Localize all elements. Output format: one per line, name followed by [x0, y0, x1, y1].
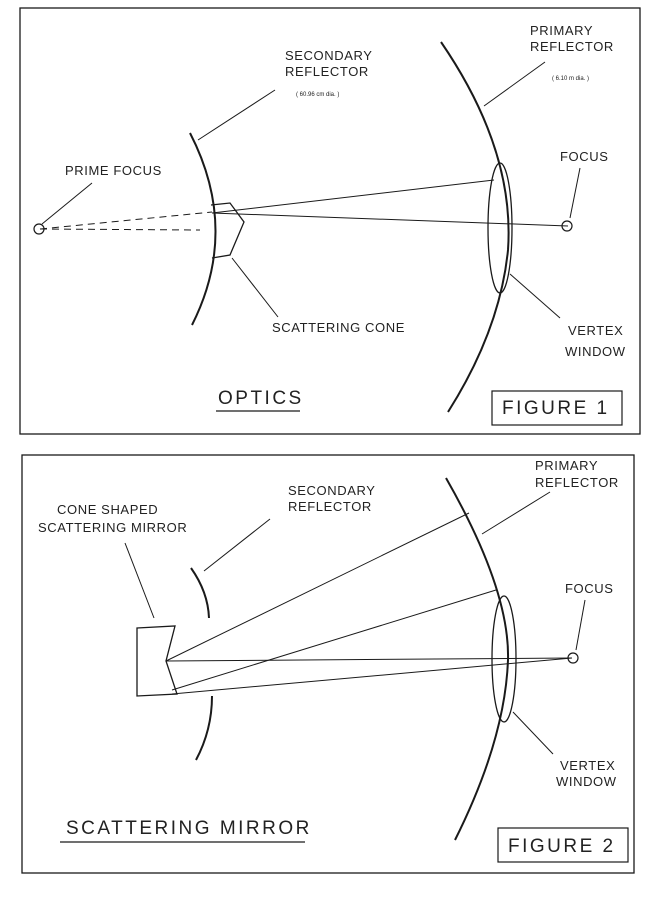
figure-1-secondary-diameter: ( 60.96 cm dia. ) [296, 92, 339, 98]
figure-1-vertex-leader [509, 273, 561, 319]
figure-1-title: OPTICS [218, 388, 304, 409]
figure-2-label-box [497, 827, 629, 863]
figure-2-focus-leader [575, 599, 586, 651]
figure-1-secondary-leader [197, 89, 276, 141]
figure-1-vertex-label-1: VERTEX [568, 323, 623, 338]
figure-2-primary-reflector [445, 477, 510, 841]
figure-2-focus-point [567, 652, 579, 664]
figure-1-secondary-label-2: REFLECTOR [285, 64, 369, 79]
figure-1-border [19, 7, 641, 435]
figure-1-cone-leader [231, 257, 279, 318]
figure-1-ray-upper [211, 179, 495, 214]
figure-2-secondary-reflector-upper [190, 567, 210, 619]
figure-1-vertex-label-2: WINDOW [565, 344, 626, 359]
figure-1-secondary-label-1: SECONDARY [285, 48, 373, 63]
figure-2-label: FIGURE 2 [508, 836, 616, 857]
figure-2-ray-1 [165, 512, 470, 662]
figure-1-vertex-window-lens [487, 162, 513, 294]
figure-2-primary-leader [481, 491, 551, 535]
figure-2-cone-leader [124, 542, 155, 619]
figure-2-title: SCATTERING MIRROR [66, 818, 312, 839]
figure-2: CONE SHAPED SCATTERING MIRROR SECONDARY … [21, 454, 635, 874]
figure-2-ray-axis [165, 657, 573, 662]
figure-2-ray-3 [171, 657, 573, 695]
figure-1-primary-label-2: REFLECTOR [530, 39, 614, 54]
figure-2-ray-2 [171, 589, 497, 691]
figure-2-secondary-leader [203, 518, 271, 572]
figure-2-cone-label-1: CONE SHAPED [57, 502, 158, 517]
figure-1-prime-focus-point [33, 223, 45, 235]
figure-1-focus-point [561, 220, 573, 232]
figure-1-prime-focus-leader [41, 182, 93, 225]
figure-2-secondary-label-1: SECONDARY [288, 483, 376, 498]
figure-2-secondary-reflector-lower [195, 695, 213, 761]
figure-1-primary-diameter: ( 6.10 m dia. ) [552, 76, 589, 82]
figure-1-ray-dashed-upper [39, 211, 213, 230]
figure-2-focus-label: FOCUS [565, 581, 614, 596]
figure-1-secondary-reflector [189, 132, 217, 326]
figure-2-cone-mirror [136, 625, 178, 697]
figure-1-primary-reflector [440, 41, 510, 413]
figure-2-primary-label-1: PRIMARY [535, 458, 598, 473]
figure-1: SECONDARY REFLECTOR ( 60.96 cm dia. ) PR… [19, 7, 641, 435]
figure-2-primary-label-2: REFLECTOR [535, 475, 619, 490]
figure-1-ray-axis [211, 212, 569, 227]
figure-1-ray-dashed-lower [39, 228, 201, 231]
figure-1-scattering-cone [210, 202, 245, 259]
figure-2-border [21, 454, 635, 874]
figure-2-secondary-label-2: REFLECTOR [288, 499, 372, 514]
figure-1-label: FIGURE 1 [502, 398, 610, 419]
figure-2-vertex-label-1: VERTEX [560, 758, 615, 773]
figure-1-primary-leader [483, 61, 546, 107]
figure-2-vertex-leader [512, 711, 554, 755]
figure-1-primary-label-1: PRIMARY [530, 23, 593, 38]
figure-2-vertex-label-2: WINDOW [556, 774, 617, 789]
figure-1-focus-leader [569, 167, 581, 219]
figure-1-scattering-cone-label: SCATTERING CONE [272, 320, 405, 335]
figure-1-focus-label: FOCUS [560, 149, 609, 164]
figure-2-cone-label-2: SCATTERING MIRROR [38, 520, 187, 535]
figure-1-prime-focus-label: PRIME FOCUS [65, 163, 162, 178]
figure-1-label-box [491, 390, 623, 426]
